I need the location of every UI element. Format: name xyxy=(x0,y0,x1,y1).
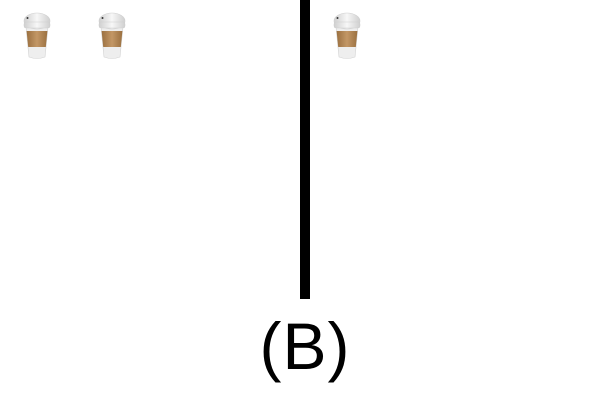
coffee-cup-icon xyxy=(21,9,53,61)
coffee-cup-icon xyxy=(96,9,128,61)
vertical-divider xyxy=(300,0,310,299)
option-label: (B) xyxy=(259,309,351,383)
coffee-cup-icon xyxy=(331,9,363,61)
